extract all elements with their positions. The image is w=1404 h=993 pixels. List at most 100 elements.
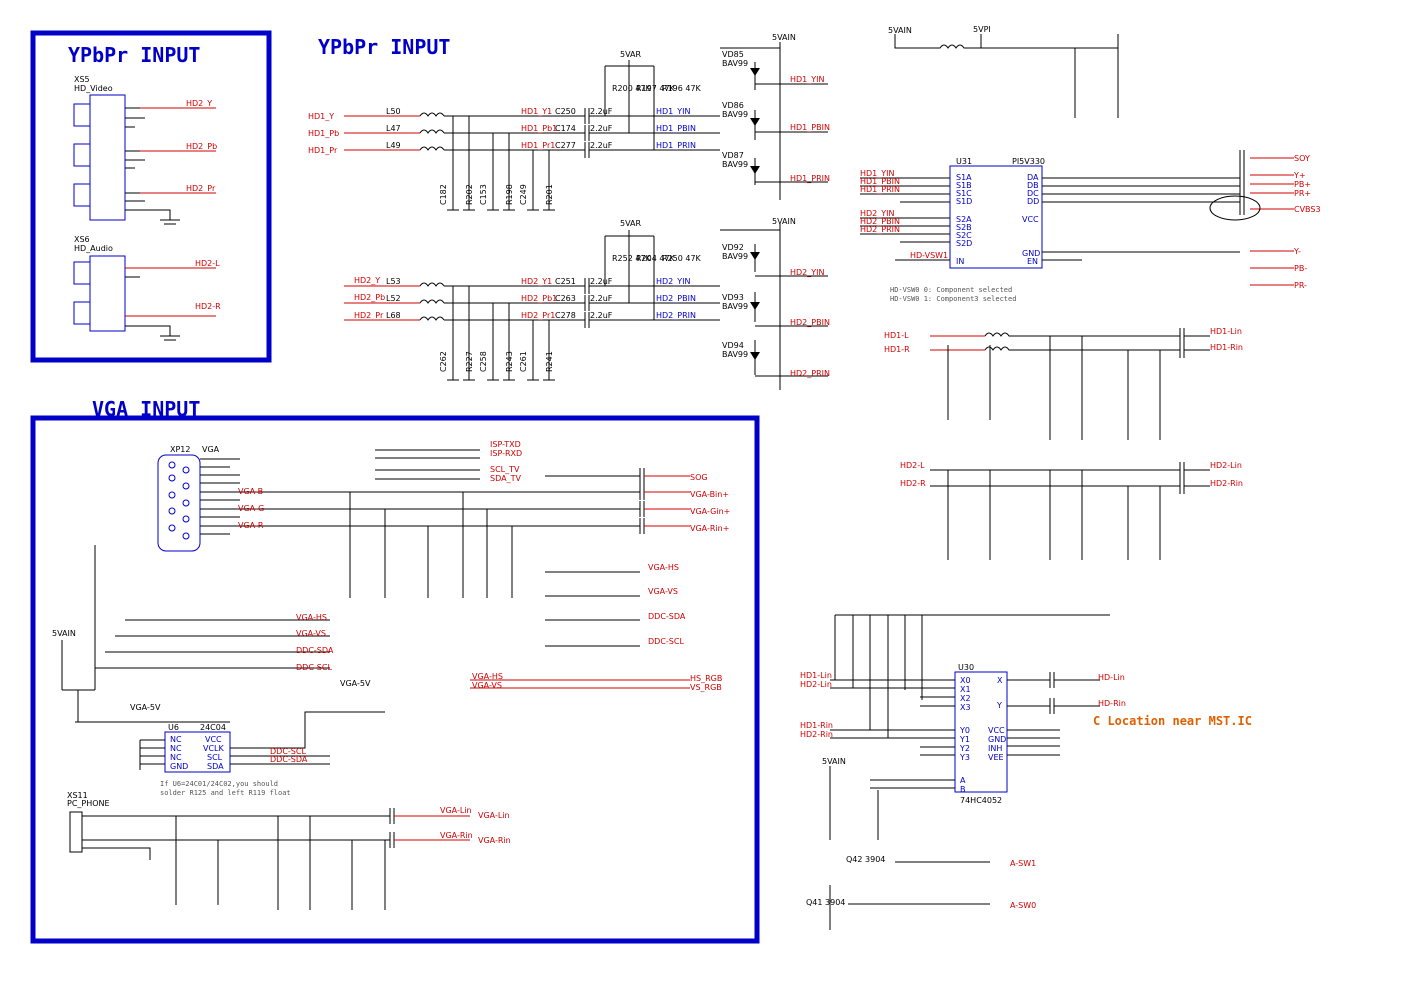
- ypbpr-connector-box: [30, 30, 272, 363]
- u31-chip: [949, 165, 1043, 269]
- ypbpr2-block: HD2_Y HD2_Pb HD2_Pr L53 L52 L68 HD2_Y1 H…: [344, 217, 830, 390]
- svg-text:C153: C153: [479, 184, 488, 205]
- svg-text:HD1-R: HD1-R: [884, 345, 910, 354]
- c174-label: C174: [555, 124, 576, 133]
- svg-text:VCC: VCC: [988, 726, 1005, 735]
- c278-label: C278: [555, 311, 576, 320]
- svg-text:VS_RGB: VS_RGB: [690, 683, 722, 692]
- svg-text:DDC-SCL: DDC-SCL: [270, 747, 306, 756]
- svg-text:SDA_TV: SDA_TV: [490, 474, 521, 483]
- l50-label: L50: [386, 107, 401, 116]
- svg-text:DB: DB: [1027, 181, 1039, 190]
- pc-phone-block: XS11 PC_PHONE VGA-Lin VGA-Rin VGA-Lin VG…: [67, 791, 511, 910]
- svg-text:VCC: VCC: [1022, 215, 1039, 224]
- svg-text:HD2_PRIN: HD2_PRIN: [860, 225, 900, 234]
- svg-text:C182: C182: [439, 184, 448, 205]
- u6-ref: U6: [168, 723, 179, 732]
- svg-text:IN: IN: [956, 257, 964, 266]
- svg-text:HD1_PRIN: HD1_PRIN: [860, 185, 900, 194]
- svg-text:HD1-Lin: HD1-Lin: [1210, 327, 1242, 336]
- xs5-sig-pr: HD2_Pr: [186, 184, 216, 193]
- svg-text:B: B: [960, 785, 966, 794]
- ypbpr-box-title: YPbPr INPUT: [68, 43, 200, 67]
- svg-text:HD1-Lin: HD1-Lin: [800, 671, 832, 680]
- c277-label: C277: [555, 141, 576, 150]
- svg-text:R227: R227: [465, 351, 474, 372]
- u30-ref: U30: [958, 663, 974, 672]
- rca-jack-l: [73, 261, 91, 285]
- u30-chip: [954, 671, 1008, 793]
- u31-part: PI5V330: [1012, 157, 1045, 166]
- eeprom-note-2: solder R125 and left R119 float: [160, 789, 291, 797]
- c251-label: C251: [555, 277, 576, 286]
- svg-text:C261: C261: [519, 351, 528, 372]
- 5vain-rail-2: 5VAIN: [772, 217, 796, 226]
- 5vpi-rail: 5VPI: [973, 25, 991, 34]
- svg-text:VGA-Lin: VGA-Lin: [478, 811, 510, 820]
- rca-jack-pb: [73, 143, 91, 167]
- u6-eeprom: U6 24C04 NC NC NC GND VCC VCLK SCL SDA D…: [75, 679, 385, 797]
- l49-label: L49: [386, 141, 401, 150]
- rca-jack-r: [73, 301, 91, 325]
- svg-text:HS_RGB: HS_RGB: [690, 674, 722, 683]
- u30-part: 74HC4052: [960, 796, 1002, 805]
- svg-text:VGA-Lin: VGA-Lin: [440, 806, 472, 815]
- svg-text:X0: X0: [960, 676, 971, 685]
- svg-text:PR+: PR+: [1294, 189, 1311, 198]
- svg-text:EN: EN: [1027, 257, 1038, 266]
- svg-text:HD2_PBIN: HD2_PBIN: [860, 217, 900, 226]
- u31-switch-block: U31 PI5V330 S1A S1B S1C S1D S2A S2B S2C …: [860, 150, 1321, 303]
- r200-label: R200 47K: [612, 84, 652, 93]
- svg-text:DDC-SDA: DDC-SDA: [296, 646, 334, 655]
- svg-text:ISP-TXD: ISP-TXD: [490, 440, 521, 449]
- svg-text:S1B: S1B: [956, 181, 972, 190]
- hd2-y1-net: HD2_Y1: [521, 277, 552, 286]
- svg-text:HD1-Rin: HD1-Rin: [800, 721, 833, 730]
- svg-text:PB-: PB-: [1294, 264, 1307, 273]
- svg-text:DDC-SCL: DDC-SCL: [648, 637, 684, 646]
- xs6-sig-r: HD2-R: [195, 302, 221, 311]
- r196-label: R196 47K: [662, 84, 702, 93]
- hd1-pr-input: HD1_Pr: [308, 146, 338, 155]
- svg-text:X2: X2: [960, 694, 971, 703]
- svg-text:C262: C262: [439, 351, 448, 372]
- hd2-pr-input: HD2_Pr: [354, 311, 384, 320]
- svg-text:PB+: PB+: [1294, 180, 1311, 189]
- hd1-pbin-out: HD1_PBIN: [790, 123, 830, 132]
- svg-text:HD2_YIN: HD2_YIN: [860, 209, 895, 218]
- svg-text:HD-Lin: HD-Lin: [1098, 673, 1125, 682]
- svg-text:R202: R202: [465, 184, 474, 205]
- svg-text:CVBS3: CVBS3: [1294, 205, 1321, 214]
- svg-text:S1D: S1D: [956, 197, 972, 206]
- svg-text:S1A: S1A: [956, 173, 972, 182]
- xs5-ref: XS5: [74, 75, 90, 84]
- hd1-pb-input: HD1_Pb: [308, 129, 339, 138]
- location-note: C Location near MST.IC: [1093, 714, 1252, 728]
- svg-text:GND: GND: [1022, 249, 1040, 258]
- 5vain-rail-1: 5VAIN: [772, 33, 796, 42]
- svg-text:DC: DC: [1027, 189, 1039, 198]
- svg-text:SOY: SOY: [1294, 154, 1310, 163]
- svg-text:C249: C249: [519, 184, 528, 205]
- svg-text:HD1-L: HD1-L: [884, 331, 909, 340]
- svg-text:SCL_TV: SCL_TV: [490, 465, 520, 474]
- cap-value-4: 2.2uF: [590, 277, 613, 286]
- vd85-label: VD85: [722, 50, 744, 59]
- l68-label: L68: [386, 311, 401, 320]
- svg-text:X: X: [997, 676, 1003, 685]
- hd-vsw1-label: HD-VSW1: [910, 251, 948, 260]
- r197-label: R197 47K: [636, 84, 676, 93]
- vd93-label: VD93: [722, 293, 744, 302]
- bav99-5: BAV99: [722, 302, 748, 311]
- xs6-name: HD_Audio: [74, 244, 113, 253]
- xs5-name: HD_Video: [74, 84, 113, 93]
- hd1-pr1-net: HD1_Pr1: [521, 141, 555, 150]
- cap-value-5: 2.2uF: [590, 294, 613, 303]
- svg-text:DA: DA: [1027, 173, 1039, 182]
- hd2-pr1-net: HD2_Pr1: [521, 311, 555, 320]
- vd87-label: VD87: [722, 151, 744, 160]
- hd1-pb1-net: HD1_Pb1: [521, 124, 557, 133]
- phone-jack: [69, 811, 83, 853]
- svg-text:DD: DD: [1027, 197, 1039, 206]
